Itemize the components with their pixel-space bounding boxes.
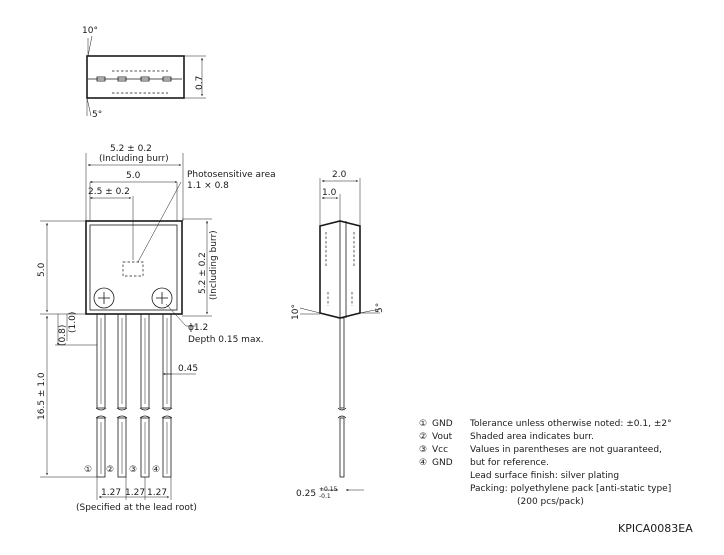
front-height-body: 5.0 [37,262,47,277]
leads [95,313,173,478]
note-line: but for reference. [470,458,549,468]
side-lead-tol-plus: +0.15 [319,486,338,493]
front-height-side-note: (Including burr) [209,230,219,300]
pin-number: ① [84,465,92,475]
note-line: Values in parentheses are not guaranteed… [470,445,662,455]
pin-legend: ① GND ② Vout ③ Vcc ④ GND [419,419,453,468]
lead-width: 0.45 [178,364,198,374]
pitch-3: 1.27 [147,488,167,498]
pin-number: ③ [129,465,137,475]
side-lead-tol-minus: -0.1 [319,493,331,500]
top-thickness: 0.7 [195,76,205,90]
lead-gap-a: (0.8) [58,325,68,346]
front-view: ① ② ③ ④ 5.2 ± 0.2 (Including burr) 5.0 2… [37,144,276,513]
side-lead-thickness: 0.25 [296,489,316,499]
note-line: Tolerance unless otherwise noted: ±0.1, … [469,419,672,429]
note-line: (200 pcs/pack) [517,497,584,507]
lead-length: 16.5 ± 1.0 [37,372,47,420]
pin-legend-num: ③ [419,445,427,455]
photo-area-label: Photosensitive area [187,170,276,180]
top-angle-bottom: 5° [92,110,102,120]
front-width-body: 5.0 [126,171,141,181]
top-angle-top: 10° [82,26,98,36]
front-height-side: 5.2 ± 0.2 [198,252,208,294]
front-width-total: 5.2 ± 0.2 [110,144,152,154]
hole-diameter: ϕ1.2 [188,323,208,333]
drawing-code: KPICA0083EA [618,522,693,535]
pin-legend-name: GND [432,458,453,468]
pin-legend-name: GND [432,419,453,429]
pin-legend-num: ① [419,419,427,429]
pin-number: ② [106,465,114,475]
pitch-1: 1.27 [101,488,121,498]
side-width-total: 2.0 [332,170,347,180]
note-line: Packing: polyethylene pack [anti-static … [470,484,671,494]
note-line: Lead surface finish: silver plating [470,471,619,481]
side-width-front: 1.0 [322,188,337,198]
top-view: 10° 5° 0.7 [82,26,206,120]
pitch-note: (Specified at the lead root) [76,503,197,513]
hole-depth: Depth 0.15 max. [188,335,264,345]
front-half-width: 2.5 ± 0.2 [88,187,130,197]
lead-gap-b: (1.0) [68,312,78,333]
side-view: 2.0 1.0 10° 5° 0.25 +0.15 -0.1 [291,170,385,500]
pin-legend-num: ④ [419,458,427,468]
side-angle-right: 5° [375,303,385,313]
side-angle-left: 10° [291,304,301,320]
pin-number: ④ [152,465,160,475]
photo-area-size: 1.1 × 0.8 [187,181,229,191]
front-width-total-note: (Including burr) [99,154,169,164]
pin-legend-name: Vout [432,432,453,442]
pitch-2: 1.27 [125,488,145,498]
note-line: Shaded area indicates burr. [470,432,594,442]
notes: Tolerance unless otherwise noted: ±0.1, … [469,419,672,507]
pin-legend-name: Vcc [432,445,448,455]
pin-legend-num: ② [419,432,427,442]
